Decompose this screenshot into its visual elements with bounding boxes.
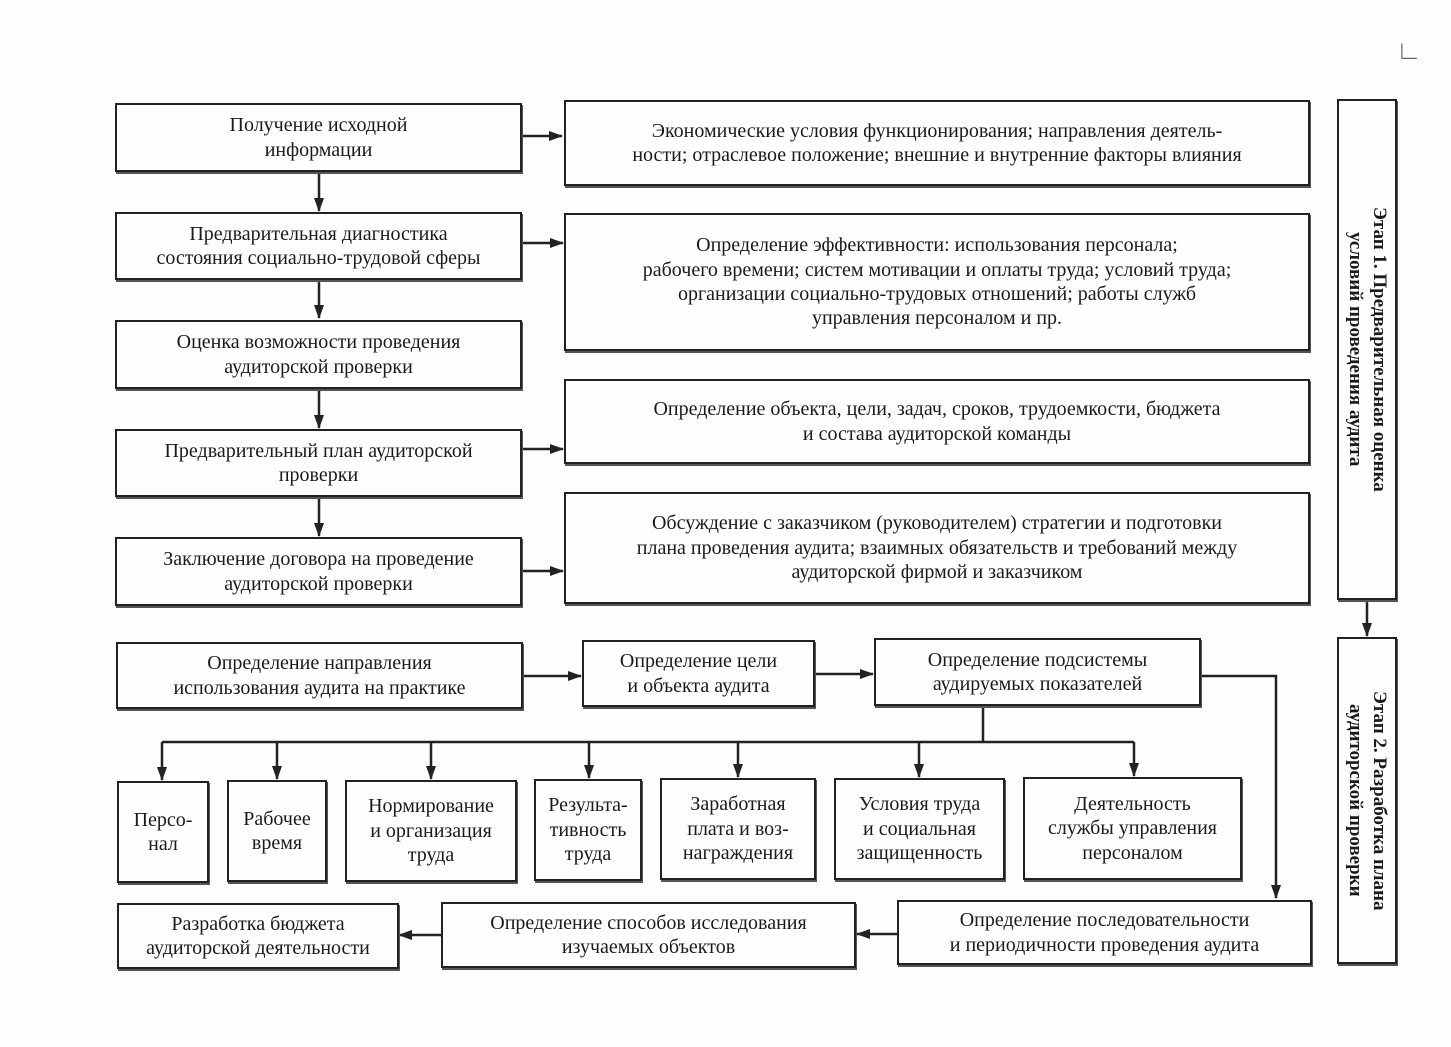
stage2-label-box: Этап 2. Разработка плана аудиторской про… — [1337, 637, 1397, 964]
desc-efficiency-determination: Определение эффективности: использования… — [564, 213, 1310, 351]
step-contract-conclusion: Заключение договора на проведение аудито… — [115, 537, 522, 606]
bottom-develop-budget: Разработка бюджета аудиторской деятельно… — [117, 903, 399, 969]
stage1-label: Этап 1. Предварительная оценка условий п… — [1345, 207, 1390, 492]
plan-determine-subsystem: Определение подсистемы аудируемых показа… — [874, 638, 1201, 706]
indicator-wages: Заработная плата и воз- награждения — [660, 778, 816, 880]
desc-object-goal-tasks: Определение объекта, цели, задач, сроков… — [564, 379, 1310, 464]
step-get-initial-info: Получение исходной информации — [115, 103, 522, 172]
stage2-label: Этап 2. Разработка плана аудиторской про… — [1345, 690, 1390, 911]
indicator-norming: Нормирование и организация труда — [345, 780, 517, 882]
step-preliminary-plan: Предварительный план аудиторской проверк… — [115, 429, 522, 497]
corner-pencil-mark: ∟ — [1396, 36, 1422, 65]
indicator-hr-service: Деятельность службы управления персонало… — [1023, 777, 1242, 880]
stage1-label-box: Этап 1. Предварительная оценка условий п… — [1337, 99, 1397, 600]
step-assess-possibility: Оценка возможности проведения аудиторско… — [115, 320, 522, 389]
arrow-subsystem-sequence — [1201, 674, 1281, 899]
indicator-work-time: Рабочее время — [227, 780, 327, 882]
plan-determine-goal: Определение цели и объекта аудита — [582, 640, 815, 707]
bottom-determine-methods: Определение способов исследования изучае… — [441, 902, 856, 968]
indicator-personnel: Персо- нал — [117, 781, 209, 883]
desc-economic-conditions: Экономические условия функционирования; … — [564, 100, 1310, 186]
bottom-determine-sequence: Определение последовательности и периоди… — [897, 900, 1312, 965]
indicator-effectiveness: Результа- тивность труда — [534, 779, 642, 881]
step-preliminary-diagnostics: Предварительная диагностика состояния со… — [115, 212, 522, 280]
indicator-conditions: Условия труда и социальная защищенность — [834, 778, 1005, 880]
desc-discussion-with-client: Обсуждение с заказчиком (руководителем) … — [564, 492, 1310, 604]
plan-determine-direction: Определение направления использования ау… — [116, 642, 523, 709]
